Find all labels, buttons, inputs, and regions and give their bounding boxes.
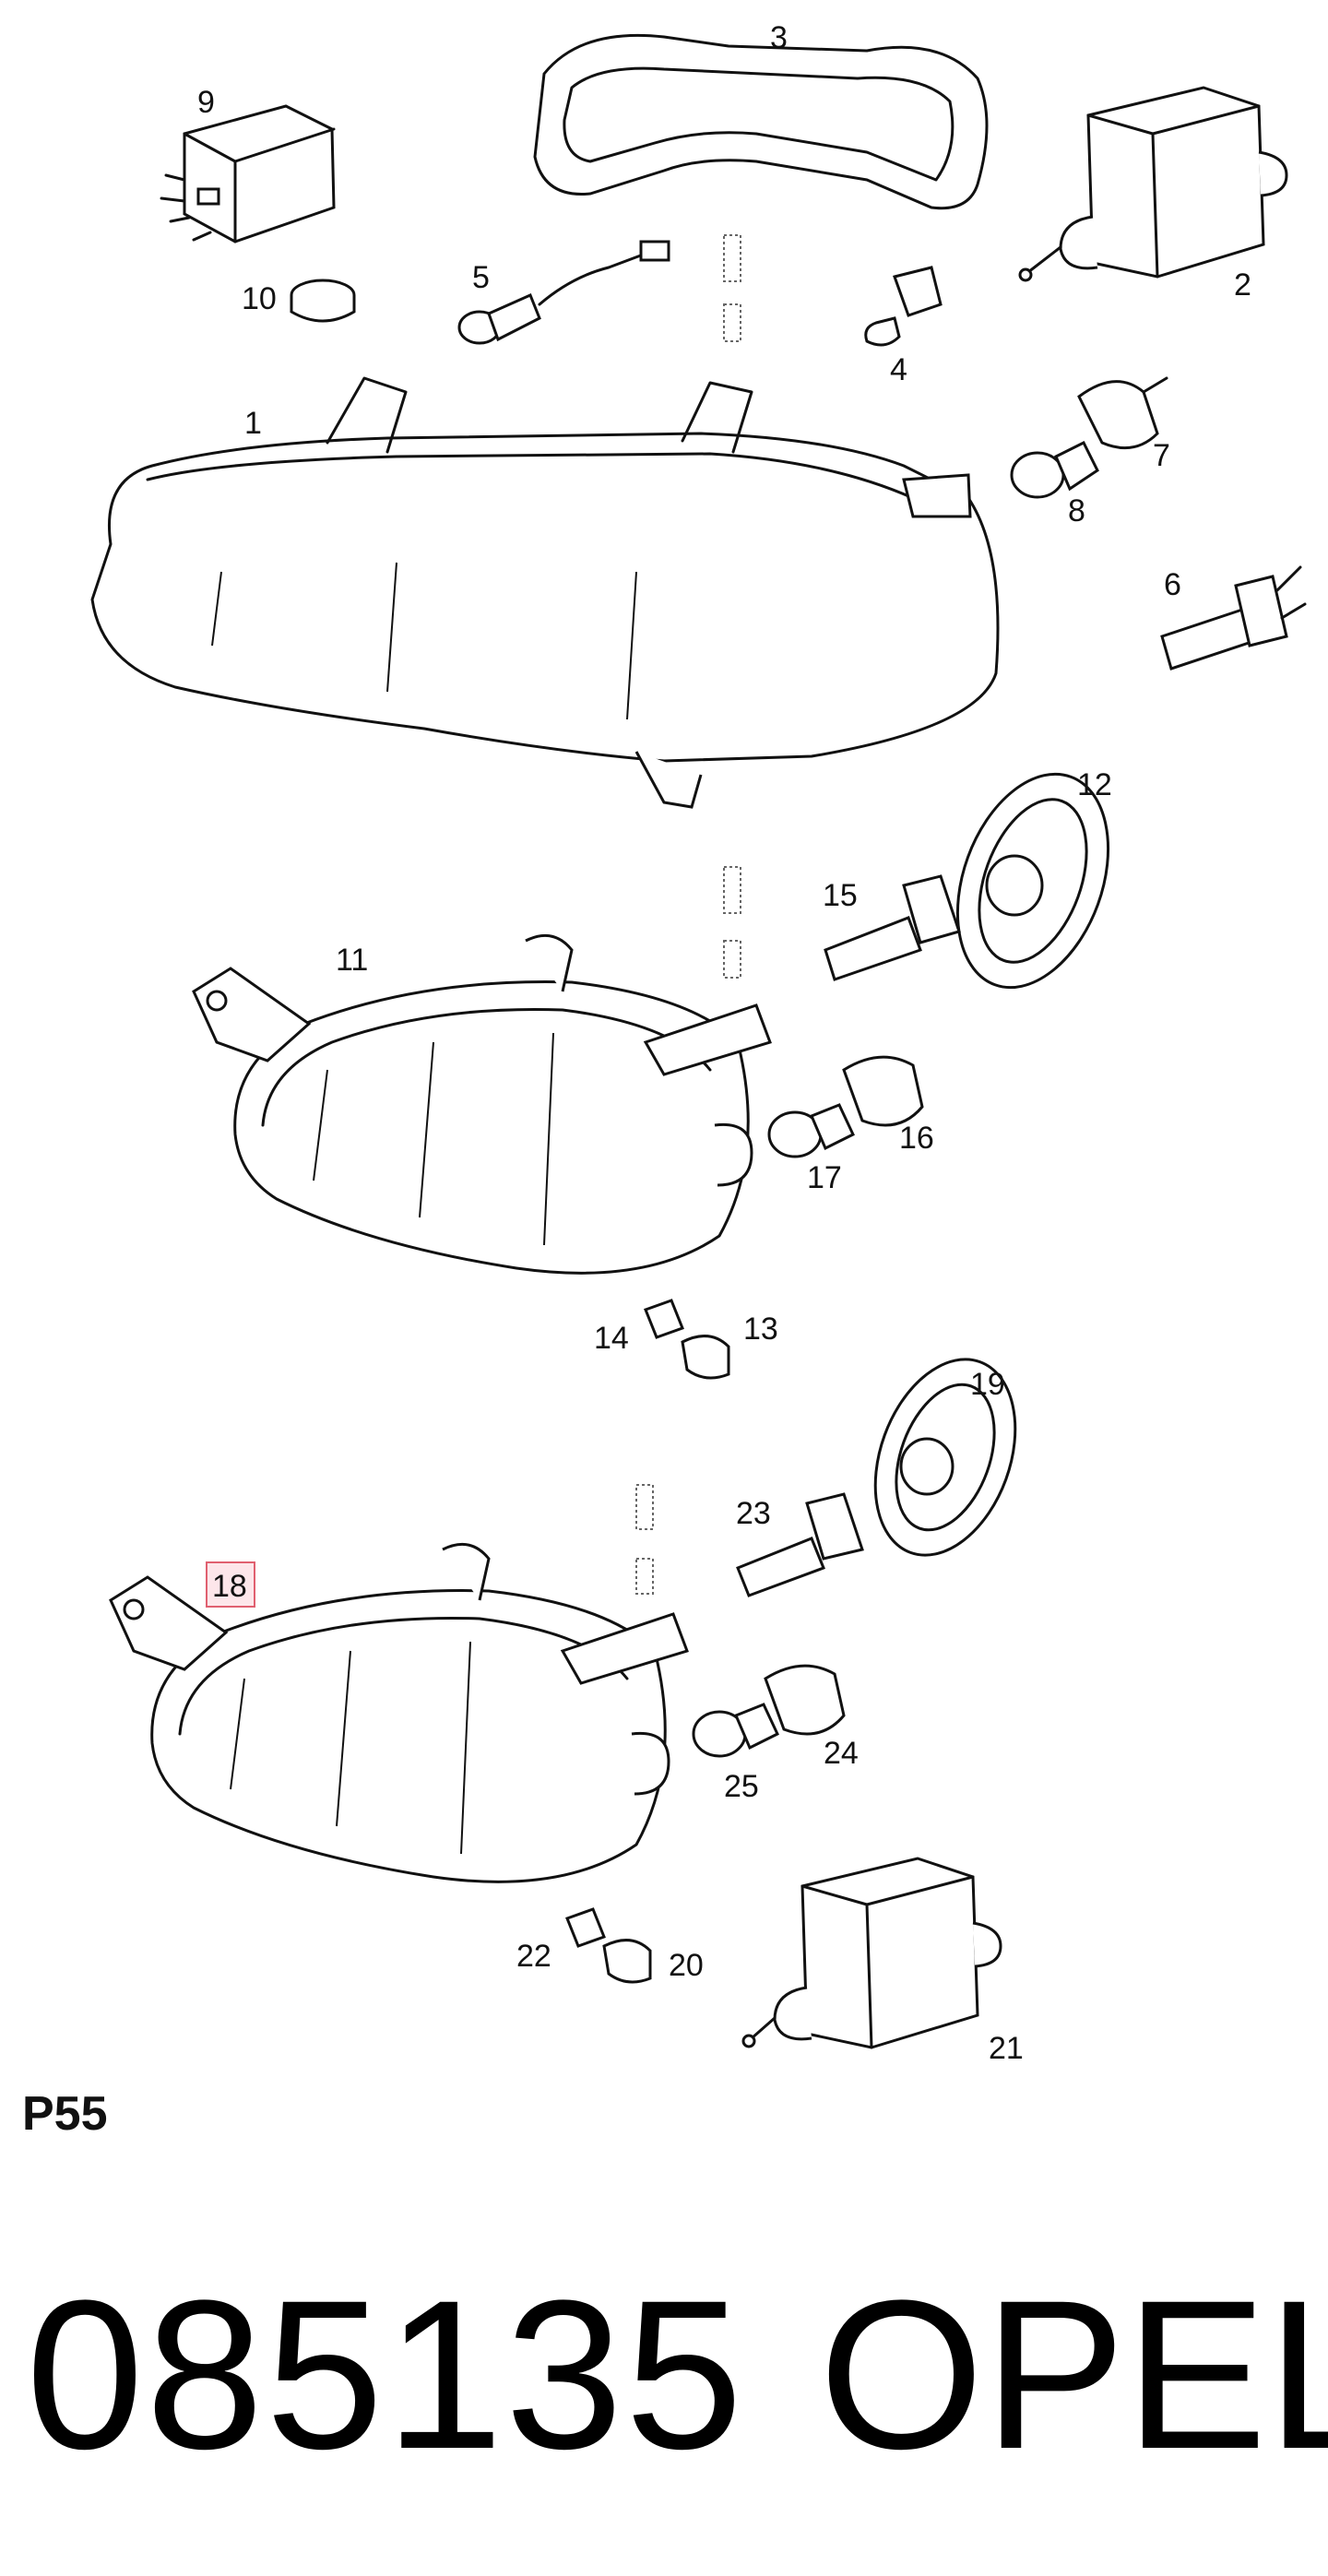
callout-16[interactable]: 16: [899, 1121, 934, 1156]
callout-18-highlight[interactable]: 18: [206, 1561, 255, 1608]
screw-pair-lower: [635, 1484, 654, 1595]
part-bulb-holder-4[interactable]: [864, 266, 943, 347]
page-code: P55: [22, 2087, 108, 2141]
part-adjuster-motor-21[interactable]: [741, 1857, 1002, 2049]
callout-2[interactable]: 2: [1234, 267, 1251, 303]
callout-22[interactable]: 22: [516, 1939, 551, 1974]
callout-labels: 1 2 3 4 5 6 7 8 9 10 11 12 13 14 15 16 1…: [197, 20, 1251, 2066]
part-bulb-25[interactable]: [692, 1703, 779, 1758]
callout-8[interactable]: 8: [1068, 493, 1085, 528]
part-bulb-8[interactable]: [1010, 440, 1099, 499]
callout-11[interactable]: 11: [336, 943, 368, 978]
screw-pair-middle: [723, 866, 741, 979]
callout-13[interactable]: 13: [743, 1312, 778, 1347]
callout-1[interactable]: 1: [244, 406, 262, 441]
callout-14[interactable]: 14: [594, 1321, 629, 1356]
callout-3[interactable]: 3: [770, 20, 788, 55]
callout-20[interactable]: 20: [669, 1948, 704, 1983]
part-h4-bulb-6[interactable]: [1160, 565, 1307, 671]
part-gasket-3[interactable]: [533, 33, 989, 210]
part-holder-20[interactable]: [602, 1939, 652, 1984]
part-cover-12[interactable]: [930, 754, 1135, 1009]
part-cap-10[interactable]: [290, 279, 356, 323]
callout-9[interactable]: 9: [197, 85, 215, 120]
callout-15[interactable]: 15: [823, 878, 858, 913]
part-bulb-22[interactable]: [565, 1907, 606, 1948]
callout-25[interactable]: 25: [724, 1769, 759, 1804]
callout-23[interactable]: 23: [736, 1496, 771, 1531]
callout-19[interactable]: 19: [970, 1367, 1005, 1402]
callout-7[interactable]: 7: [1153, 438, 1170, 473]
catalog-number: 085135: [26, 2256, 745, 2493]
callout-18[interactable]: 18: [212, 1569, 247, 1604]
part-h4-bulb-15[interactable]: [824, 874, 961, 981]
part-bulb-14[interactable]: [644, 1299, 684, 1339]
screw-pair-upper: [723, 234, 741, 342]
callout-17[interactable]: 17: [807, 1160, 842, 1195]
part-adjuster-motor-2[interactable]: [1018, 86, 1288, 282]
part-headlamp-18[interactable]: [109, 1542, 689, 1883]
callout-24[interactable]: 24: [824, 1736, 859, 1771]
part-h4-bulb-23[interactable]: [736, 1492, 864, 1597]
callout-6[interactable]: 6: [1164, 567, 1181, 602]
part-headlamp-11[interactable]: [192, 933, 772, 1275]
callout-5[interactable]: 5: [472, 260, 490, 295]
part-holder-13[interactable]: [681, 1335, 730, 1380]
callout-10[interactable]: 10: [242, 281, 277, 316]
part-headlamp-1[interactable]: [90, 376, 1000, 809]
part-cover-19[interactable]: [850, 1340, 1041, 1575]
callout-21[interactable]: 21: [989, 2031, 1024, 2066]
part-bulb-lead-5[interactable]: [457, 240, 670, 345]
callout-4[interactable]: 4: [890, 352, 907, 387]
callout-12[interactable]: 12: [1077, 767, 1112, 802]
part-bulb-17[interactable]: [767, 1103, 855, 1158]
brand-name: OPEL: [819, 2256, 1328, 2493]
part-bulb-holder-16[interactable]: [842, 1055, 924, 1127]
part-relay-9[interactable]: [160, 104, 336, 243]
part-bulb-holder-7[interactable]: [1077, 376, 1168, 450]
part-bulb-holder-24[interactable]: [764, 1664, 846, 1736]
